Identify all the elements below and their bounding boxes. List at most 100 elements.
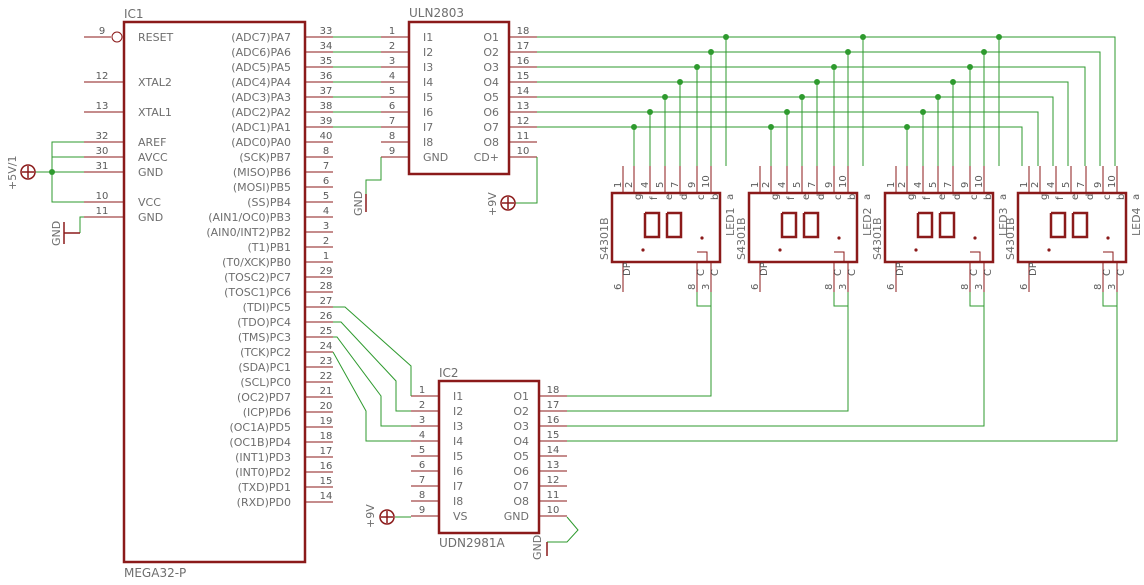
led-seg-label: e — [664, 194, 675, 200]
led-seg-label: C — [847, 269, 858, 276]
led-common-bridge — [1102, 292, 1117, 307]
ic1-pin-label: (RXD)PD0 — [237, 496, 291, 509]
ic1-pin-number: 11 — [96, 206, 109, 217]
led-seg-label: g — [1039, 194, 1050, 200]
led-seg-label: f — [786, 196, 797, 200]
uln-pin-label: CD+ — [474, 151, 499, 164]
led-pin-number: 10 — [974, 175, 985, 188]
wire-junction-dot — [967, 64, 973, 70]
led-pin-number: 7 — [807, 182, 818, 188]
ic1-pin-label: (SCK)PB7 — [239, 151, 291, 164]
led-pin-number: 4 — [1046, 182, 1057, 188]
udn-pin-number: 6 — [419, 460, 425, 471]
ic1-pin-number: 4 — [323, 206, 329, 217]
ic1-pin-label: (T0/XCK)PB0 — [222, 256, 291, 269]
udn-to-common-wire — [567, 292, 712, 397]
ic1-pin-number: 13 — [96, 101, 109, 112]
ic1-pin-label: (TMS)PC3 — [238, 331, 291, 344]
seven-seg-digit — [665, 211, 683, 239]
uln-output-bus — [537, 66, 1086, 166]
seven-seg-digit — [1071, 211, 1089, 239]
udn-pin-number: 2 — [419, 400, 425, 411]
led-pin-number: 5 — [655, 182, 666, 188]
supply-5v: +5V/1 — [6, 156, 36, 190]
udn-pin-label: I5 — [453, 450, 463, 463]
uln-pin-label: I2 — [423, 46, 433, 59]
led-common-bridge — [833, 292, 848, 307]
uln-pin-number: 3 — [389, 56, 395, 67]
led-seg-label: b — [1116, 194, 1127, 200]
uln-pin-number: 16 — [517, 56, 530, 67]
uln-cd-wire — [515, 157, 538, 204]
udn-pin-number: 14 — [547, 445, 560, 456]
gnd-label-uln: GND — [352, 191, 365, 216]
ic1-pin-label: (ADC6)PA6 — [231, 46, 291, 59]
vcc-5v-symbol — [20, 164, 36, 180]
decimal-point-dot — [778, 248, 782, 252]
uln-output-bus — [537, 111, 1039, 166]
uln-pin-label: O5 — [483, 91, 499, 104]
uln-pin-number: 11 — [517, 131, 530, 142]
ic1-pin-label: (ADC0)PA0 — [231, 136, 291, 149]
vcc-9v-label-uln: +9V — [486, 192, 499, 216]
led-seg-label: d — [816, 194, 827, 200]
ic1-pin-number: 31 — [96, 161, 109, 172]
udn-pin-number: 12 — [547, 475, 560, 486]
common-bridge — [834, 251, 845, 262]
led-pin-number: 8 — [687, 284, 698, 290]
led-seg-label: DP — [622, 262, 633, 276]
led-pin-number: 9 — [687, 182, 698, 188]
udn-pin-number: 15 — [547, 430, 560, 441]
udn-pin-label: GND — [504, 510, 529, 523]
ic1-pin-number: 10 — [96, 191, 109, 202]
udn-pin-number: 5 — [419, 445, 425, 456]
wire-junction-dot — [708, 49, 714, 55]
led-pin-number: 8 — [1093, 284, 1104, 290]
vcc-9v-symbol — [500, 195, 516, 211]
uln-pin-number: 8 — [389, 131, 395, 142]
ic1-pin-number: 28 — [320, 281, 333, 292]
led-seg-label: C — [983, 269, 994, 276]
wire-junction-dot — [631, 124, 637, 130]
ic1-pin-number: 20 — [320, 401, 333, 412]
uln-gnd-wire — [365, 157, 382, 200]
ic1-name: IC1 — [124, 7, 144, 21]
udn-pin-label: I8 — [453, 495, 463, 508]
led-pin-number: 3 — [838, 284, 849, 290]
ic1-pin-label: (INT1)PD3 — [235, 451, 291, 464]
uln-pin-label: I6 — [423, 106, 433, 119]
uln-pin-number: 10 — [517, 146, 530, 157]
pc-to-udn-wire — [333, 321, 411, 412]
udn-pin-label: O3 — [513, 420, 529, 433]
udn-pin-number: 13 — [547, 460, 560, 471]
ic1-pin-label: AVCC — [138, 151, 168, 164]
udn-pin-label: I4 — [453, 435, 463, 448]
led-common-bridge — [969, 292, 984, 307]
led-seg-label: c — [969, 195, 980, 201]
udn-pin-label: I6 — [453, 465, 463, 478]
led-seg-label: c — [833, 195, 844, 201]
led-seg-label: b — [847, 194, 858, 200]
led-seg-label: f — [922, 196, 933, 200]
uln-pin-label: O6 — [483, 106, 499, 119]
led-name-label: LED4 — [1130, 207, 1143, 236]
uln-pin-number: 6 — [389, 101, 395, 112]
uln-output-bus — [537, 96, 1054, 166]
led-seg-label: g — [633, 194, 644, 200]
ic1-pin-label: (SDA)PC1 — [238, 361, 291, 374]
led-pin-number: 2 — [1030, 182, 1041, 188]
wire-junction-dot — [831, 64, 837, 70]
udn-pin-number: 18 — [547, 385, 560, 396]
led-pin-number: 10 — [701, 175, 712, 188]
wire-junction-dot — [723, 34, 729, 40]
led-seg-label: DP — [1028, 262, 1039, 276]
uln-pin-label: I5 — [423, 91, 433, 104]
ic1-pin-label: (ADC7)PA7 — [231, 31, 291, 44]
supply-9v-uln: +9V — [486, 192, 516, 216]
ic1-pin-number: 24 — [320, 341, 333, 352]
